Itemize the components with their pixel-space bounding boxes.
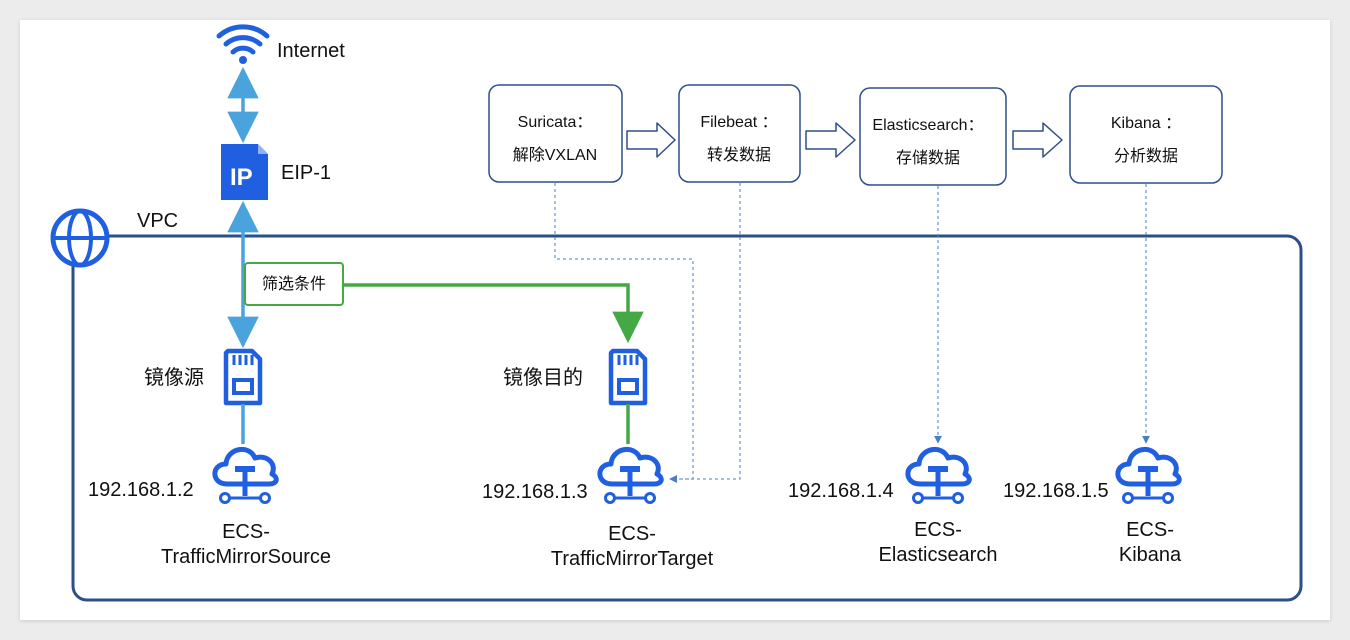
pipeline-name: Suricata： bbox=[518, 114, 593, 131]
host-ip: 192.168.1.3 bbox=[482, 481, 588, 503]
host-ip: 192.168.1.4 bbox=[788, 480, 894, 502]
vpc-label: VPC bbox=[137, 210, 178, 232]
cloud-network-icon bbox=[908, 449, 969, 502]
cloud-network-icon bbox=[600, 449, 661, 502]
host-name-line2: TrafficMirrorSource bbox=[161, 546, 331, 568]
ip-file-icon: IP bbox=[221, 144, 268, 200]
pipeline-desc: 转发数据 bbox=[707, 146, 771, 164]
dashed-link-filebeat bbox=[669, 183, 741, 483]
sd-card-icon bbox=[611, 351, 645, 403]
globe-icon bbox=[50, 208, 110, 268]
cloud-network-icon bbox=[1118, 449, 1179, 502]
pipeline-arrow-1 bbox=[626, 122, 676, 158]
mirror-source-label: 镜像源 bbox=[144, 366, 204, 389]
filter-connector bbox=[343, 283, 644, 344]
wifi-icon bbox=[216, 24, 270, 64]
host-name-line2: Kibana bbox=[1119, 544, 1182, 566]
pipeline-desc: 分析数据 bbox=[1114, 147, 1178, 165]
filter-condition-box: 筛选条件 bbox=[244, 262, 344, 306]
pipeline-arrow-3 bbox=[1012, 122, 1063, 158]
host-name-line1: ECS- bbox=[914, 519, 962, 541]
vpc-container bbox=[71, 234, 1303, 602]
svg-text:IP: IP bbox=[230, 164, 253, 191]
host-name-line1: ECS- bbox=[608, 523, 656, 545]
pipeline-desc: 解除VXLAN bbox=[513, 146, 597, 164]
host-name-line2: TrafficMirrorTarget bbox=[551, 548, 714, 570]
host-ip: 192.168.1.5 bbox=[1003, 480, 1109, 502]
mirror-target-label: 镜像目的 bbox=[503, 366, 583, 389]
pipeline-box-elasticsearch: Elasticsearch： 存储数据 bbox=[859, 87, 1007, 186]
filter-label: 筛选条件 bbox=[262, 274, 326, 293]
host-name-line2: Elasticsearch bbox=[879, 544, 998, 566]
pipeline-box-kibana: Kibana ： 分析数据 bbox=[1069, 85, 1223, 184]
pipeline-name: Elasticsearch： bbox=[872, 117, 983, 134]
pipeline-desc: 存储数据 bbox=[896, 149, 960, 167]
host-name-line1: ECS- bbox=[222, 521, 270, 543]
eip-label: EIP-1 bbox=[281, 162, 331, 184]
dashed-link-suricata bbox=[554, 183, 694, 483]
sd-card-icon bbox=[226, 351, 260, 403]
pipeline-box-suricata: Suricata： 解除VXLAN bbox=[488, 84, 623, 183]
host-name-line1: ECS- bbox=[1126, 519, 1174, 541]
pipeline-arrow-2 bbox=[805, 122, 856, 158]
pipeline-name: Kibana ： bbox=[1111, 115, 1181, 132]
host-ip: 192.168.1.2 bbox=[88, 479, 194, 501]
cloud-network-icon bbox=[215, 449, 276, 502]
pipeline-name: Filebeat ： bbox=[700, 114, 777, 131]
internet-label: Internet bbox=[277, 40, 345, 62]
pipeline-box-filebeat: Filebeat ： 转发数据 bbox=[678, 84, 801, 183]
